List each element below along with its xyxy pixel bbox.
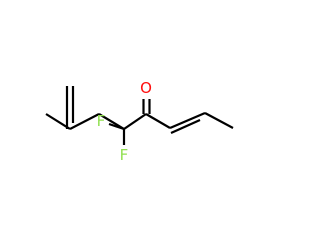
bond-c6-c7 [69,113,100,130]
bond-c2-c3-inner [170,118,201,135]
bond-c1-c2 [204,112,234,129]
atom-label-oxygen: O [140,79,152,97]
atom-label-layer: O F F [97,79,152,164]
bond-c2-c3 [169,111,206,130]
atom-label-fluorine-upper: F [97,112,106,130]
bond-c5-c6 [98,113,125,130]
bond-layer [45,86,234,145]
bond-c7-c9 [45,113,71,130]
bond-c3-c4 [145,113,171,129]
molecule-diagram: O F F [45,79,234,164]
bond-c4-c5 [123,113,147,130]
atom-label-fluorine-lower: F [120,146,129,164]
